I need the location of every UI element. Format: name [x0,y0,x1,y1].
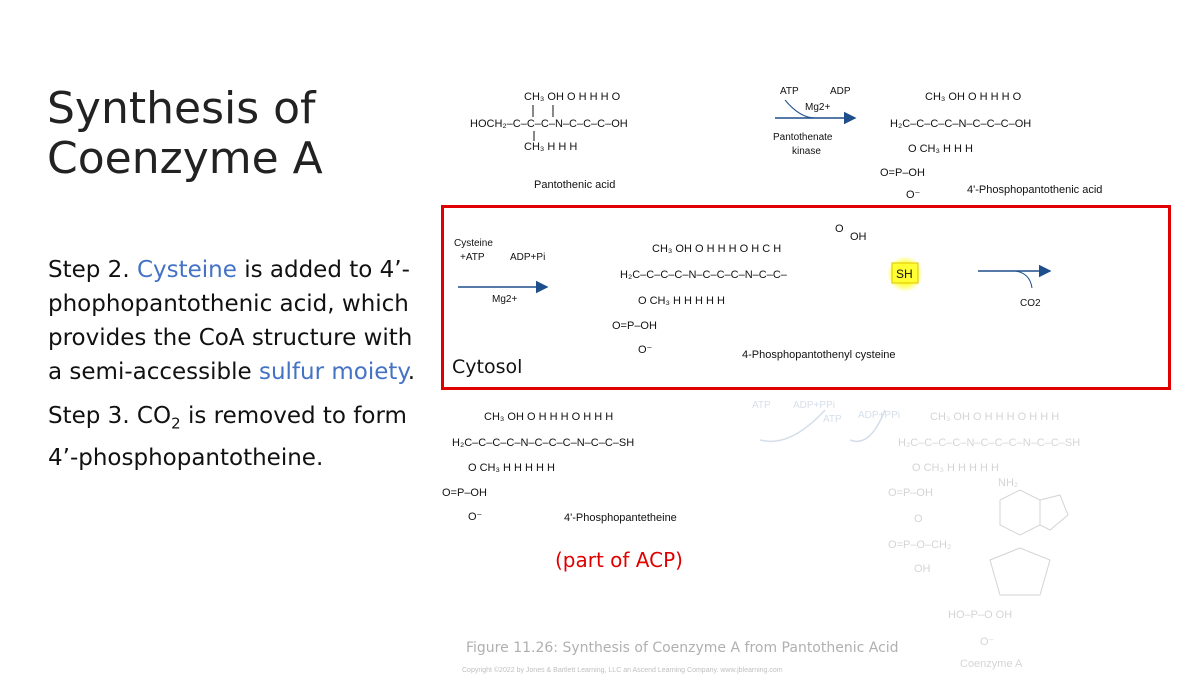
cytosol-label: Cytosol [452,356,523,378]
svg-text:HO–P–O OH: HO–P–O OH [948,609,1012,621]
svg-text:O=P–OH: O=P–OH [888,487,933,499]
svg-text:O CH₃ H H H: O CH₃ H H H [908,143,973,155]
step3-text-a: . CO [122,403,172,429]
phosphopantothenic-acid-structure: CH₃ OH O H H H O H₂C–C–C–C–N–C–C–C–OH O … [880,91,1102,201]
cysteine-link[interactable]: Cysteine [136,257,237,283]
r1-adp: ADP [830,86,851,97]
phosphopantothenyl-cysteine-label: 4-Phosphopantothenyl cysteine [742,349,896,361]
pantothenic-acid-label: Pantothenic acid [534,179,615,191]
sh-group: SH [896,267,913,281]
copyright-notice: Copyright ©2022 by Jones & Bartlett Lear… [462,667,783,674]
r4-adp1: ADP+PPi [793,400,835,411]
svg-text:O⁻: O⁻ [468,511,483,523]
r2-cysteine: Cysteine [454,238,493,249]
coenzyme-a-label: Coenzyme A [960,658,1023,670]
step2-text-b: is added to 4’-phophopantothenic acid, w… [48,257,413,385]
svg-text:OH: OH [850,231,867,243]
figure-caption: Figure 11.26: Synthesis of Coenzyme A fr… [466,640,899,656]
svg-text:O⁻: O⁻ [906,189,921,201]
step3-paragraph: Step 3. CO2 is removed to form 4’-phosph… [48,399,433,475]
step3-label: Step 3 [48,403,123,429]
reaction2-arrow: Cysteine +ATP ADP+Pi Mg2+ [454,238,549,305]
r2-adp: ADP+Pi [510,252,545,263]
step2-text-c: . [407,359,416,385]
svg-text:O⁻: O⁻ [980,636,995,648]
svg-text:CH₃ H H H: CH₃ H H H [524,141,577,153]
sulfur-moiety-link[interactable]: sulfur moiety [258,359,408,385]
body-text: Step 2. Cysteine is added to 4’-phophopa… [48,253,433,485]
phosphopantothenic-acid-label: 4'-Phosphopantothenic acid [967,184,1102,196]
svg-text:H₂C–C–C–C–N–C–C–C–OH: H₂C–C–C–C–N–C–C–C–OH [890,118,1031,130]
svg-text:OH: OH [914,563,931,575]
step2-text-a: . [122,257,137,283]
reaction1-arrow: ATP ADP Mg2+ Pantothenate kinase [773,86,857,157]
svg-text:CH₃ OH O H H H O H: CH₃ OH O H H H O H H H [930,411,1059,423]
svg-text:CH₃ OH O H H H O: CH₃ OH O H H H O [925,91,1022,103]
r4-atp2: ATP [823,414,842,425]
svg-text:O=P–OH: O=P–OH [880,167,925,179]
svg-text:H₂C–C–C–C–N–C–C–C–N–C–C–SH: H₂C–C–C–C–N–C–C–C–N–C–C–SH [452,437,634,449]
step2-label: Step 2 [48,257,123,283]
r1-mg: Mg2+ [805,102,830,113]
acp-label: (part of ACP) [555,548,683,572]
cytosol-highlight-box [441,205,1171,390]
phosphopantetheine-structure: CH₃ OH O H H H O H H H H₂C–C–C–C–N–C–C–C… [442,411,677,524]
svg-text:O: O [835,223,844,235]
svg-text:O: O [914,513,923,525]
step3-subscript: 2 [171,414,181,433]
reaction-figure: CH₃ OH O H H H O HOCH₂–C–C–C–N–C–C–C–OH … [442,86,1102,670]
r1-enzyme-line1: Pantothenate [773,132,833,143]
svg-text:CH₃ OH O H H H O: CH₃ OH O H H H O [524,91,621,103]
svg-text:CH₃ OH O H H H O H: CH₃ OH O H H H O H C H [652,243,781,255]
svg-text:O⁻: O⁻ [638,344,653,356]
slide-title: Synthesis of Coenzyme A [47,83,323,184]
step2-paragraph: Step 2. Cysteine is added to 4’-phophopa… [48,253,433,389]
svg-text:O=P–O–CH₂: O=P–O–CH₂ [888,539,951,551]
svg-text:CH₃ OH O H H H O H: CH₃ OH O H H H O H H H [484,411,613,423]
svg-text:O CH₃ H H H: O CH₃ H H H H H [912,462,999,474]
svg-text:H₂C–C–C–C–N–C–C–C–N–C–C–SH: H₂C–C–C–C–N–C–C–C–N–C–C–SH [898,437,1080,449]
r1-atp: ATP [780,86,799,97]
svg-text:H₂C–C–C–C–N–C–C–C–N–C–C–: H₂C–C–C–C–N–C–C–C–N–C–C– [620,269,788,281]
r2-mg: Mg2+ [492,294,517,305]
svg-text:O=P–OH: O=P–OH [442,487,487,499]
r2-atp: +ATP [460,252,485,263]
phosphopantetheine-label: 4'-Phosphopantetheine [564,512,677,524]
pantothenic-acid-structure: CH₃ OH O H H H O HOCH₂–C–C–C–N–C–C–C–OH … [470,91,628,191]
reaction3-arrow: CO2 [978,264,1052,309]
svg-text:O=P–OH: O=P–OH [612,320,657,332]
phosphopantothenyl-cysteine-structure: O OH CH₃ OH O H H H O H C H H₂C–C–C–C–N–… [612,223,923,361]
r4-adp2: ADP+PPi [858,410,900,421]
coenzyme-a-faded: ATP ADP+PPi ATP ADP+PPi CH₃ OH O H H H O… [752,400,1080,670]
r4-atp1: ATP [752,400,771,411]
svg-text:O CH₃ H H H: O CH₃ H H H H H [638,295,725,307]
svg-text:NH₂: NH₂ [998,477,1018,489]
svg-text:O CH₃ H H H: O CH₃ H H H H H [468,462,555,474]
r1-enzyme-line2: kinase [792,146,821,157]
svg-text:HOCH₂–C–C–C–N–C–C–C–OH: HOCH₂–C–C–C–N–C–C–C–OH [470,118,628,130]
r3-co2: CO2 [1020,298,1041,309]
step3-text-b: is removed to form 4’-phosphopantotheine… [48,403,407,471]
